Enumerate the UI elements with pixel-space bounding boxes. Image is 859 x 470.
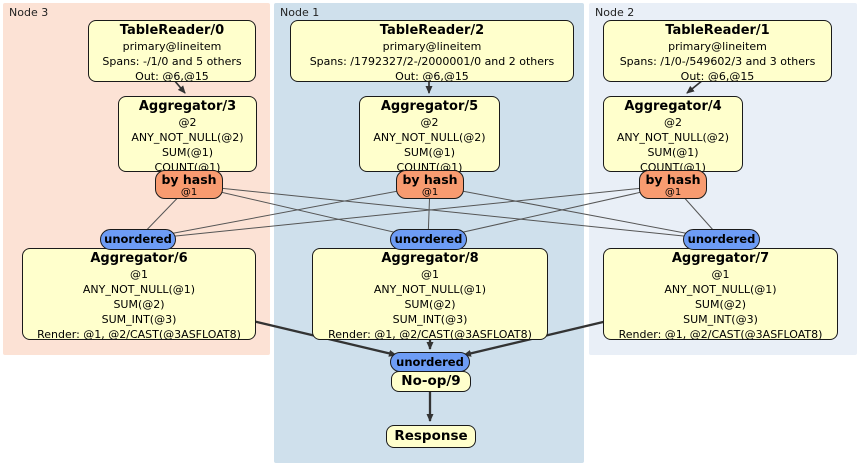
table-reader-0-box: TableReader/0 primary@lineitem Spans: -/… [88, 20, 256, 82]
agg-row: @1 [711, 268, 730, 281]
aggregator-8-box: Aggregator/8 @1 ANY_NOT_NULL(@1) SUM(@2)… [312, 248, 548, 340]
agg-row: SUM(@2) [404, 298, 456, 311]
agg-row: SUM(@1) [647, 146, 699, 159]
agg-row: SUM_INT(@3) [683, 313, 758, 326]
processor-title: Aggregator/7 [671, 251, 770, 266]
index-row: primary@lineitem [122, 40, 222, 53]
agg-row: SUM(@1) [161, 146, 214, 159]
index-row: primary@lineitem [668, 40, 767, 53]
out-row: Out: @6,@15 [395, 70, 469, 82]
table-reader-2-box: TableReader/2 primary@lineitem Spans: /1… [290, 20, 574, 82]
agg-row: @2 [178, 116, 197, 129]
node-label: Node 2 [595, 6, 635, 19]
aggregator-4-box: Aggregator/4 @2 ANY_NOT_NULL(@2) SUM(@1)… [603, 96, 743, 172]
router-label: by hash [402, 172, 458, 187]
agg-row: ANY_NOT_NULL(@2) [131, 131, 244, 144]
processor-title: Aggregator/3 [138, 99, 237, 114]
router-label: by hash [161, 172, 217, 187]
processor-title: TableReader/1 [665, 23, 770, 38]
router-key: @1 [664, 187, 682, 198]
processor-title: TableReader/0 [119, 23, 225, 38]
response-box: Response [386, 425, 476, 448]
agg-row: SUM(@2) [113, 298, 165, 311]
agg-row: SUM(@2) [694, 298, 747, 311]
node-label: Node 1 [280, 6, 320, 19]
agg-row: SUM_INT(@3) [101, 313, 177, 326]
processor-title: Aggregator/6 [90, 251, 188, 266]
unordered-sync-6: unordered [100, 229, 176, 250]
agg-row: @1 [421, 268, 439, 281]
agg-row: @1 [130, 268, 148, 281]
agg-row: COUNT(@1) [396, 161, 463, 172]
spans-row: Spans: /1792327/2-/2000001/0 and 2 other… [309, 55, 555, 68]
processor-title: Aggregator/8 [381, 251, 479, 266]
node-label: Node 3 [9, 6, 49, 19]
router-label: by hash [645, 172, 701, 187]
router-key: @1 [421, 187, 439, 198]
aggregator-6-box: Aggregator/6 @1 ANY_NOT_NULL(@1) SUM(@2)… [22, 248, 256, 340]
agg-row: ANY_NOT_NULL(@1) [373, 283, 487, 296]
spans-row: Spans: -/1/0 and 5 others [102, 55, 242, 68]
aggregator-7-box: Aggregator/7 @1 ANY_NOT_NULL(@1) SUM(@2)… [603, 248, 838, 340]
processor-title: TableReader/2 [379, 23, 485, 38]
unordered-sync-8: unordered [390, 229, 467, 250]
processor-title: Aggregator/5 [380, 99, 479, 114]
agg-row: SUM(@1) [403, 146, 456, 159]
out-row: Out: @6,@15 [680, 70, 755, 82]
agg-row: ANY_NOT_NULL(@1) [664, 283, 777, 296]
spans-row: Spans: /1/0-/549602/3 and 3 others [619, 55, 816, 68]
by-hash-router-5: by hash @1 [396, 170, 464, 199]
out-row: Out: @6,@15 [135, 70, 209, 82]
reader-to-agg-edges [173, 79, 704, 94]
agg-row: SUM_INT(@3) [392, 313, 468, 326]
table-reader-1-box: TableReader/1 primary@lineitem Spans: /1… [603, 20, 832, 82]
render-row: Render: @1, @2/CAST(@3ASFLOAT8) [37, 328, 241, 340]
noop-box: No-op/9 [391, 371, 471, 392]
aggregator-5-box: Aggregator/5 @2 ANY_NOT_NULL(@2) SUM(@1)… [359, 96, 500, 172]
aggregator-3-box: Aggregator/3 @2 ANY_NOT_NULL(@2) SUM(@1)… [118, 96, 257, 172]
agg-row: @2 [420, 116, 439, 129]
render-row: Render: @1, @2/CAST(@3ASFLOAT8) [618, 328, 823, 340]
processor-title: Aggregator/4 [624, 99, 722, 114]
unordered-sync-final: unordered [390, 352, 470, 372]
index-row: primary@lineitem [382, 40, 482, 53]
agg-row: ANY_NOT_NULL(@2) [616, 131, 730, 144]
agg-row: COUNT(@1) [640, 161, 706, 172]
agg-row: ANY_NOT_NULL(@1) [82, 283, 196, 296]
agg-row: ANY_NOT_NULL(@2) [373, 131, 486, 144]
agg-row: COUNT(@1) [154, 161, 221, 172]
by-hash-router-3: by hash @1 [155, 170, 223, 199]
router-key: @1 [180, 187, 198, 198]
agg-row: @2 [664, 116, 682, 129]
unordered-sync-7: unordered [683, 229, 760, 250]
render-row: Render: @1, @2/CAST(@3ASFLOAT8) [328, 328, 532, 340]
by-hash-router-4: by hash @1 [639, 170, 707, 199]
